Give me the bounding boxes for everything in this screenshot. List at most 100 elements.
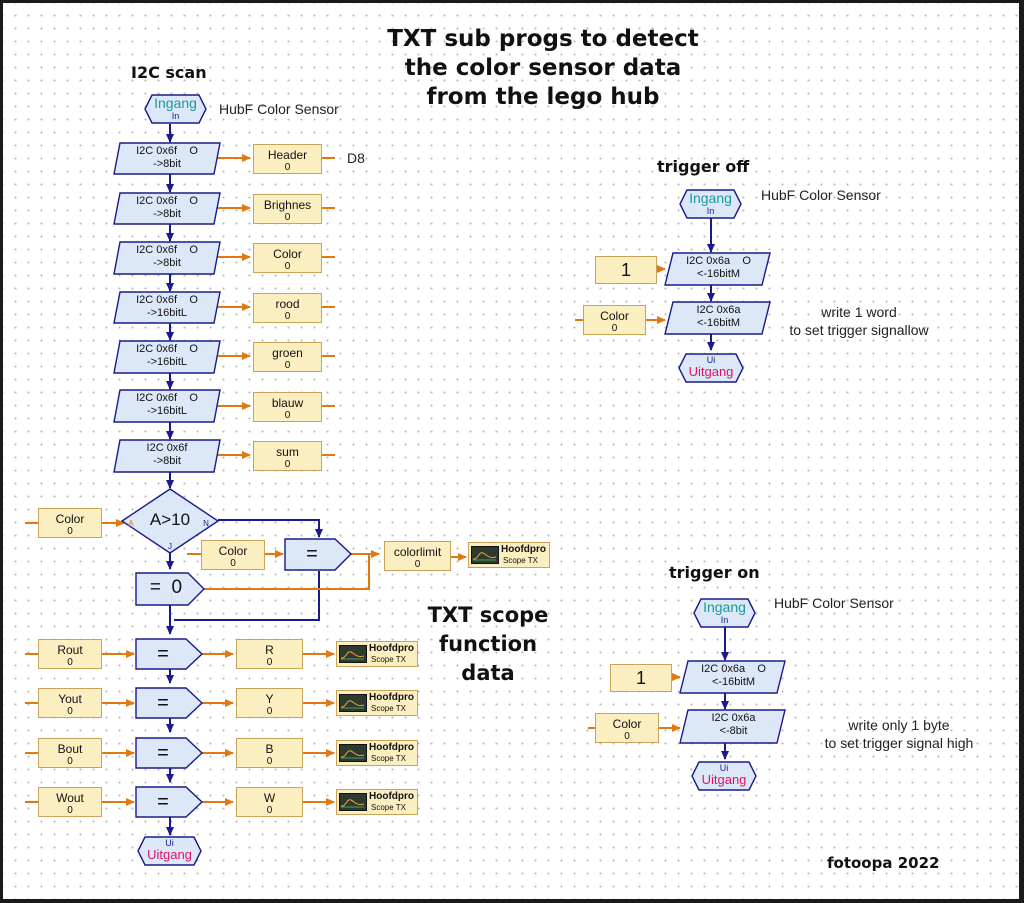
d8-note: D8 (347, 150, 365, 166)
var-value: 0 (266, 657, 273, 668)
o-label: O (742, 255, 751, 267)
i2c-read-block-1[interactable] (113, 142, 221, 175)
decision-a-port: A (128, 519, 134, 528)
trigger-off-const[interactable]: 1 (595, 256, 657, 284)
scan-uitgang-block[interactable] (137, 836, 202, 866)
trigger-on-sensor-label: HubF Color Sensor (774, 595, 894, 611)
compare-assign-block[interactable] (284, 538, 353, 571)
assign-y-block[interactable] (135, 687, 204, 719)
diagram-connectors (25, 94, 786, 866)
var-name: Color (55, 512, 85, 526)
var-value: 0 (284, 162, 291, 173)
var-name: Wout (56, 791, 84, 805)
o-label: O (757, 663, 766, 675)
ui-label: Ui (706, 355, 716, 365)
trigger-on-ingang-block[interactable] (693, 598, 756, 628)
main-title-line-2: the color sensor data (404, 55, 682, 81)
var-value: 0 (67, 657, 73, 668)
in-label: In (171, 111, 180, 121)
i2c-read-text-4: I2C 0x6f O->16bitL (117, 294, 217, 320)
var-value: 0 (266, 706, 273, 717)
i2c-cmd: I2C 0x6a (696, 304, 741, 316)
scope-block-colorlimit[interactable]: Hoofdpro Scope TX (468, 542, 550, 568)
trigger-on-i2c-write-1[interactable] (679, 660, 786, 694)
scope-block-w[interactable]: Hoofdpro Scope TX (336, 789, 418, 815)
scan-ingang-block[interactable] (144, 94, 207, 124)
trigger-off-i2c-write-2[interactable] (664, 301, 771, 335)
i2c-read-block-3[interactable] (113, 241, 221, 275)
trigger-on-uitgang-block[interactable] (691, 761, 757, 791)
var-name: Yout (58, 692, 82, 706)
i2c-scan-heading: I2C scan (131, 63, 207, 82)
main-title-line-3: from the lego hub (426, 84, 660, 110)
scan-ingang-text: Ingang In (145, 95, 206, 122)
scope-heading: TXT scope function data (403, 601, 573, 688)
trigger-on-i2c-write-2[interactable] (679, 709, 786, 744)
i2c-read-text-3: I2C 0x6f O->8bit (117, 244, 217, 270)
main-title-line-1: TXT sub progs to detect (387, 26, 699, 52)
i2c-read-text-6: I2C 0x6f O->16bitL (117, 392, 217, 418)
i2c-read-text-5: I2C 0x6f O->16bitL (117, 343, 217, 369)
var-name: Color (218, 544, 248, 558)
o-label: O (189, 343, 198, 355)
i2c-mode: ->16bitL (146, 405, 188, 417)
ui-label: Ui (165, 838, 174, 848)
o-label: O (189, 145, 198, 157)
scope-block-y[interactable]: Hoofdpro Scope TX (336, 690, 418, 716)
assign-r-block[interactable] (135, 638, 204, 670)
i2c-mode: <-16bitM (696, 317, 741, 329)
i2c-cmd: I2C 0x6a (701, 663, 746, 675)
scope-screen-icon (339, 645, 367, 663)
i2c-read-block-7[interactable] (113, 439, 221, 473)
var-name: Rout (57, 643, 83, 657)
var-name: Color (273, 247, 302, 261)
scope-title: Hoofdpro (369, 742, 414, 753)
scope-block-b[interactable]: Hoofdpro Scope TX (336, 740, 418, 766)
assign-b-block[interactable] (135, 737, 204, 769)
trigger-off-note: write 1 word to set trigger signallow (775, 303, 943, 339)
trigger-off-i2c-write-1[interactable] (664, 252, 771, 286)
assign-w-block[interactable] (135, 786, 204, 818)
var-name: groen (272, 346, 303, 360)
scope-subtitle: Scope TX (371, 704, 406, 713)
i2c-read-block-2[interactable] (113, 192, 221, 225)
i2c-cmd: I2C 0x6f (136, 195, 178, 207)
trigger-off-ingang-block[interactable] (679, 189, 742, 219)
i2c-read-block-5[interactable] (113, 340, 221, 374)
i2c-read-block-6[interactable] (113, 389, 221, 423)
i2c-read-block-4[interactable] (113, 291, 221, 324)
trigger-off-uitgang-block[interactable] (678, 353, 744, 383)
trigger-on-const[interactable]: 1 (610, 664, 672, 692)
var-name: W (263, 791, 276, 805)
assign-b-text: = (157, 742, 169, 764)
diagram-canvas: TXT sub progs to detect the color sensor… (3, 3, 1019, 899)
trigger-off-data-lines (575, 265, 666, 324)
assign-zero-block[interactable] (135, 572, 205, 606)
ingang-label: Ingang (154, 95, 197, 111)
decision-text: A>10 (149, 510, 191, 529)
decision-block[interactable] (120, 488, 220, 554)
scope-block-r[interactable]: Hoofdpro Scope TX (336, 641, 418, 667)
i2c-mode: ->8bit (153, 158, 181, 170)
trigger-on-uitgang-text: Ui Uitgang (692, 763, 756, 787)
